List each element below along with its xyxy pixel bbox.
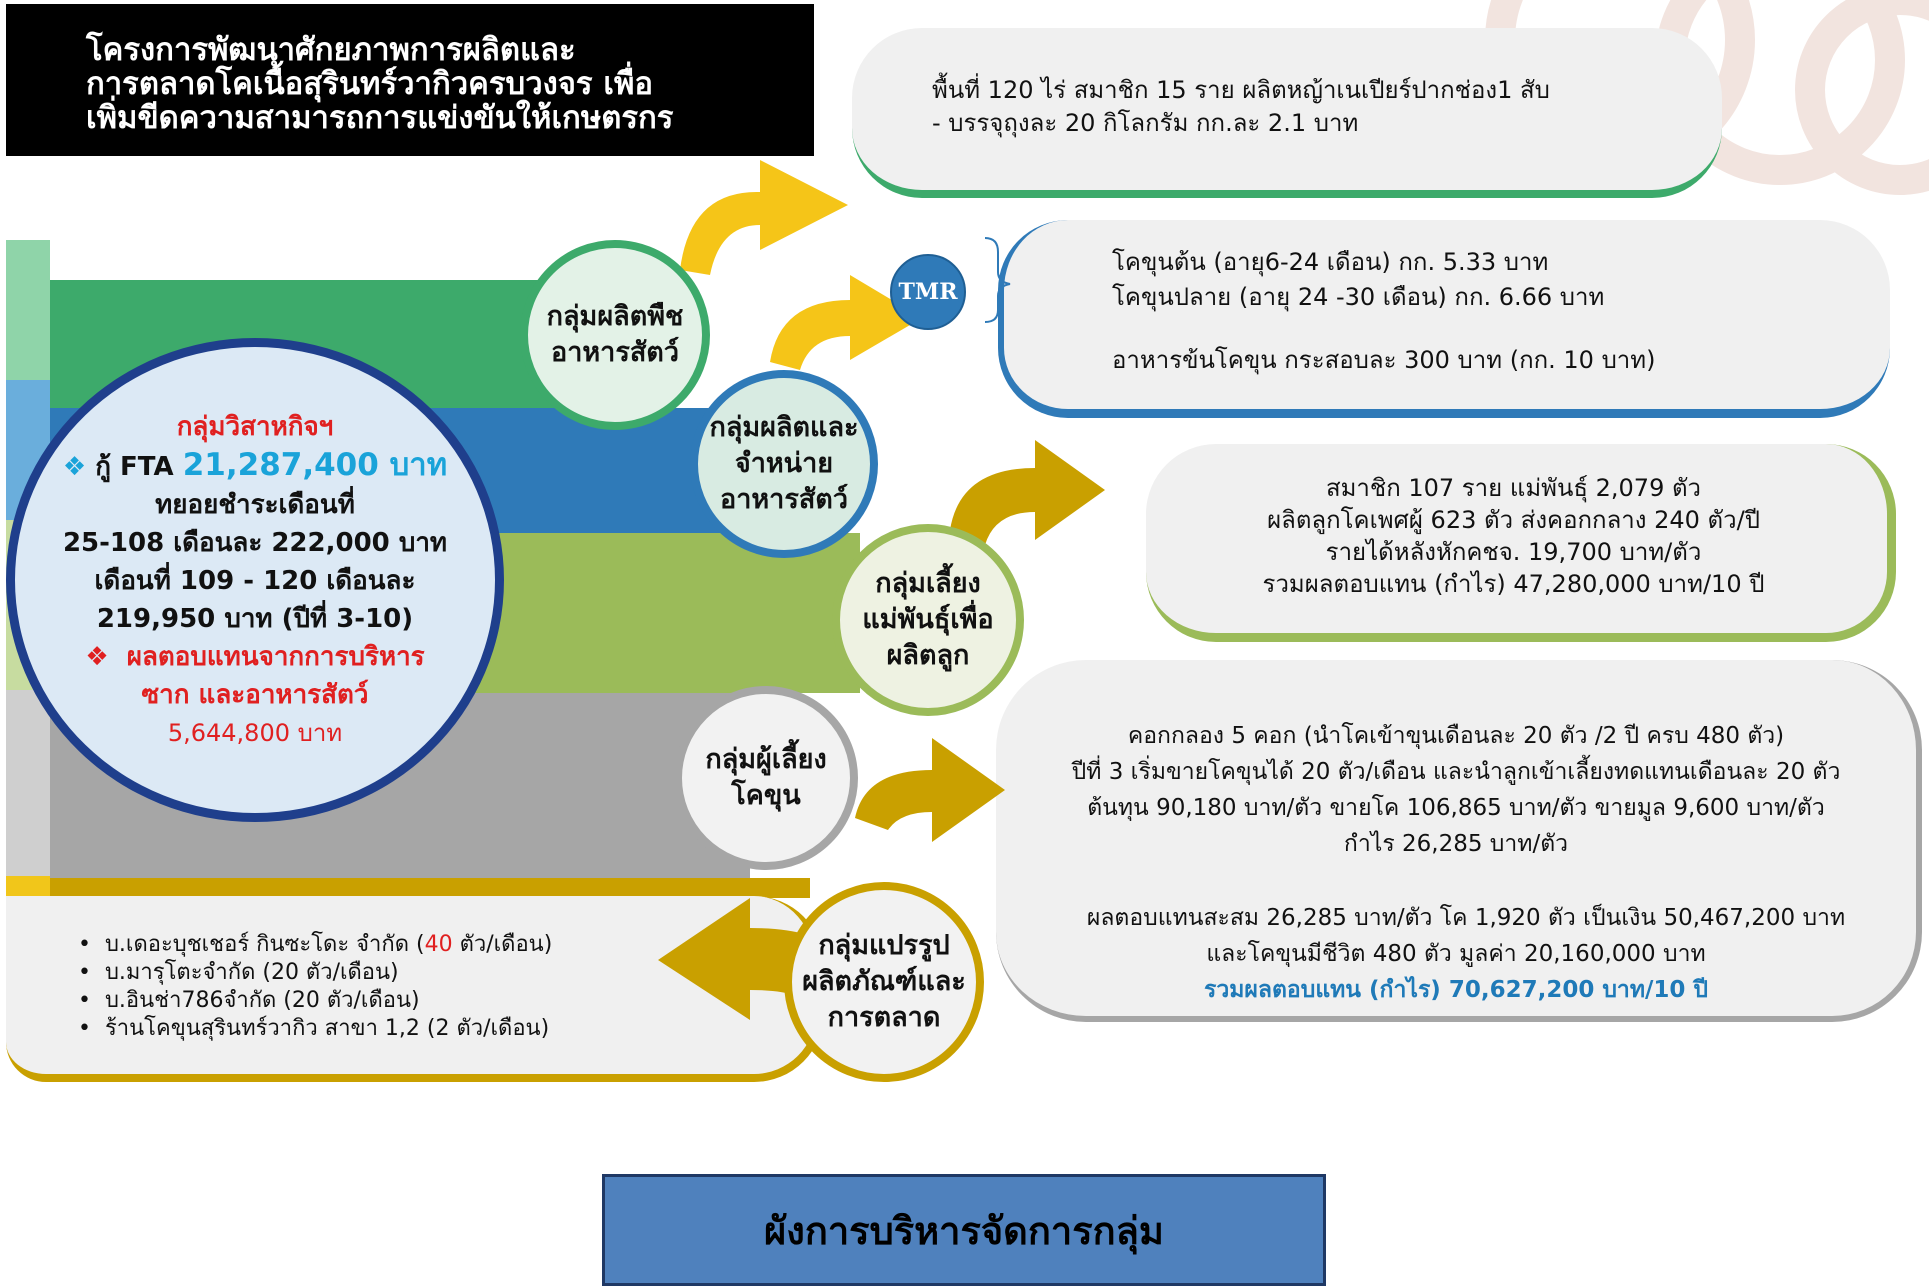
group-feed-line-1: กลุ่มผลิตและ (709, 412, 859, 443)
forage-line-2: - บรรจุถุงละ 20 กิโลกรัม กก.ละ 2.1 บาท (932, 109, 1359, 137)
tmr-badge: TMR (890, 254, 966, 330)
group-processing-line-1: กลุ่มแปรรูป (818, 930, 950, 961)
feed-line-1: โคขุนต้น (อายุ6-24 เดือน) กก. 5.33 บาท (1112, 248, 1549, 276)
feed-line-3: อาหารข้นโคขุน กระสอบละ 300 บาท (กก. 10 บ… (1112, 346, 1656, 374)
group-circle-forage: กลุ่มผลิตพืช อาหารสัตว์ (520, 240, 710, 430)
hub-line-4: 219,950 บาท (ปีที่ 3-10) (96, 604, 414, 634)
title-box: โครงการพัฒนาศักยภาพการผลิตและ การตลาดโคเ… (6, 4, 814, 156)
hub-line-3: เดือนที่ 109 - 120 เดือนละ (94, 566, 416, 596)
fattening-line-3: ต้นทุน 90,180 บาท/ตัว ขายโค 106,865 บาท/… (1087, 795, 1825, 821)
buyer-item-4: • ร้านโคขุนสุรินทร์วากิว สาขา 1,2 (2 ตัว… (78, 1016, 550, 1041)
group-feed-line-2: จำหน่าย (734, 448, 834, 479)
group-forage-line-1: กลุ่มผลิตพืช (546, 301, 684, 332)
hub-return-amount: 5,644,800 บาท (167, 719, 343, 747)
buyer-item-3: • บ.อินช่า786จำกัด (20 ตัว/เดือน) (78, 988, 420, 1013)
title-line-1: โครงการพัฒนาศักยภาพการผลิตและ (86, 32, 576, 68)
bullet: • (78, 932, 105, 957)
panel-buyers: • บ.เดอะบุชเชอร์ กินซะโดะ จำกัด (40 ตัว/… (6, 896, 824, 1082)
group-fattening-line-2: โคขุน (731, 780, 801, 811)
fattening-line-1: คอกกลอง 5 คอก (นำโคเข้าขุนเดือนละ 20 ตัว… (1127, 723, 1785, 749)
footer-box: ผังการบริหารจัดการกลุ่ม (602, 1174, 1326, 1286)
group-feed-line-3: อาหารสัตว์ (719, 484, 848, 515)
band-gold (50, 878, 810, 898)
group-circle-breeder: กลุ่มเลี้ยง แม่พันธุ์เพื่อ ผลิตลูก (832, 524, 1024, 716)
arrow-fattening-icon (855, 738, 1005, 842)
band-green-edge (6, 240, 50, 395)
title-line-3: เพิ่มขีดความสามารถการแข่งขันให้เกษตรกร (86, 100, 674, 136)
fattening-line-2: ปีที่ 3 เริ่มขายโคขุนได้ 20 ตัว/เดือน แล… (1071, 759, 1841, 785)
group-breeder-line-1: กลุ่มเลี้ยง (875, 568, 981, 599)
fattening-line-4: กำไร 26,285 บาท/ตัว (1343, 831, 1569, 857)
panel-breeder: สมาชิก 107 ราย แม่พันธุ์ 2,079 ตัว ผลิตล… (1146, 444, 1896, 642)
hub-circle: กลุ่มวิสาหกิจฯ ❖ กู้ FTA 21,287,400 บาท … (6, 338, 504, 822)
fattening-line-5: ผลตอบแทนสะสม 26,285 บาท/ตัว โค 1,920 ตัว… (1086, 905, 1846, 931)
arrow-forage-icon (680, 160, 848, 275)
group-processing-line-3: การตลาด (827, 1002, 941, 1033)
title-line-2: การตลาดโคเนื้อสุรินทร์วากิวครบวงจร เพื่อ (86, 66, 653, 102)
group-breeder-line-2: แม่พันธุ์เพื่อ (862, 604, 994, 635)
hub-loan-line: ❖ กู้ FTA 21,287,400 บาท (62, 447, 448, 483)
group-circle-processing: กลุ่มแปรรูป ผลิตภัณฑ์และ การตลาด (784, 882, 984, 1082)
arrow-feed-icon (770, 275, 922, 370)
group-fattening-line-1: กลุ่มผู้เลี้ยง (705, 744, 827, 775)
group-circle-fattening: กลุ่มผู้เลี้ยง โคขุน (674, 686, 858, 870)
group-forage-line-2: อาหารสัตว์ (550, 337, 679, 368)
panel-fattening: คอกกลอง 5 คอก (นำโคเข้าขุนเดือนละ 20 ตัว… (996, 660, 1922, 1022)
hub-line-2: 25-108 เดือนละ 222,000 บาท (62, 528, 448, 558)
buyer-item-1: • บ.เดอะบุชเชอร์ กินซะโดะ จำกัด (40 ตัว/… (78, 932, 553, 957)
hub-return-line-2: ซาก และอาหารสัตว์ (141, 680, 369, 710)
hub-heading: กลุ่มวิสาหกิจฯ (176, 412, 334, 442)
forage-line-1: พื้นที่ 120 ไร่ สมาชิก 15 ราย ผลิตหญ้าเน… (932, 76, 1550, 104)
breeder-line-4: รวมผลตอบแทน (กำไร) 47,280,000 บาท/10 ปี (1262, 570, 1765, 598)
panel-feed: โคขุนต้น (อายุ6-24 เดือน) กก. 5.33 บาท โ… (998, 220, 1890, 418)
fattening-total: รวมผลตอบแทน (กำไร) 70,627,200 บาท/10 ปี (1203, 977, 1709, 1003)
fattening-line-6: และโคขุนมีชีวิต 480 ตัว มูลค่า 20,160,00… (1206, 941, 1706, 967)
diamond-bullet-icon: ❖ (85, 642, 109, 672)
band-gold-edge (6, 876, 50, 896)
arrow-breeder-icon (950, 440, 1105, 545)
diamond-bullet-icon: ❖ (62, 452, 87, 482)
breeder-line-2: ผลิตลูกโคเพศผู้ 623 ตัว ส่งคอกกลาง 240 ต… (1267, 506, 1760, 534)
brace-icon (984, 237, 1011, 323)
panel-forage: พื้นที่ 120 ไร่ สมาชิก 15 ราย ผลิตหญ้าเน… (852, 28, 1722, 198)
band-gray-edge (6, 690, 50, 890)
group-processing-line-2: ผลิตภัณฑ์และ (802, 966, 966, 997)
breeder-line-1: สมาชิก 107 ราย แม่พันธุ์ 2,079 ตัว (1325, 474, 1702, 502)
group-breeder-line-3: ผลิตลูก (886, 640, 970, 671)
group-circle-feed: กลุ่มผลิตและ จำหน่าย อาหารสัตว์ (690, 370, 878, 558)
hub-line-1: ทยอยชำระเดือนที่ (155, 490, 355, 520)
feed-line-2: โคขุนปลาย (อายุ 24 -30 เดือน) กก. 6.66 บ… (1112, 283, 1605, 311)
breeder-line-3: รายได้หลังหักคชจ. 19,700 บาท/ตัว (1325, 538, 1702, 566)
footer-title: ผังการบริหารจัดการกลุ่ม (764, 1208, 1164, 1253)
buyer-item-2: • บ.มารุโตะจำกัด (20 ตัว/เดือน) (78, 960, 399, 985)
hub-return-line-1: ❖ ผลตอบแทนจากการบริหาร (85, 642, 425, 672)
hub-loan-amount: 21,287,400 บาท (182, 447, 448, 483)
tmr-label: TMR (898, 279, 958, 305)
